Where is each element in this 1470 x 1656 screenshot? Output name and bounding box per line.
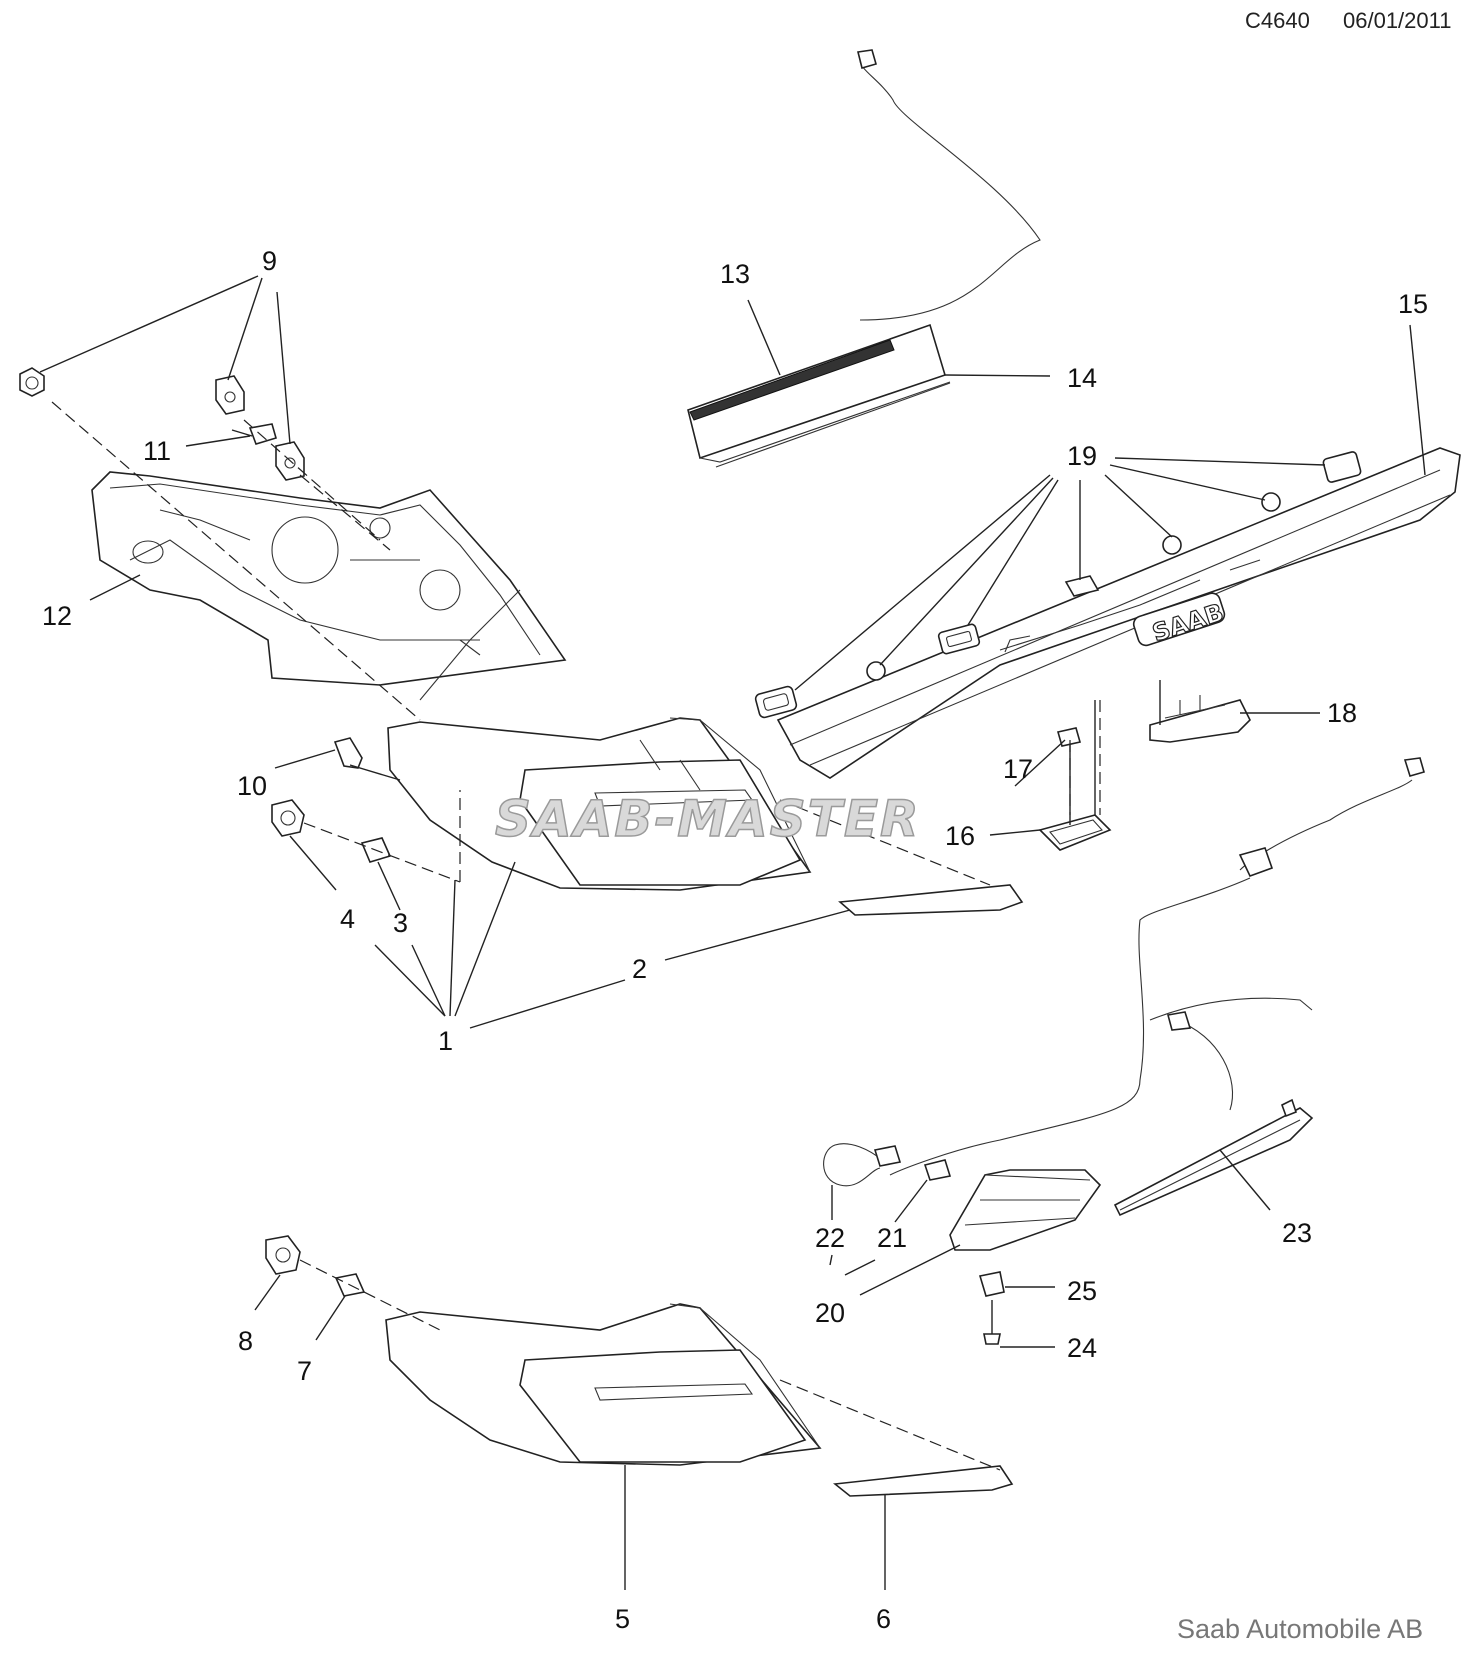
harness-part-22 [823,1143,902,1187]
bulb-holder-part-8 [265,1235,301,1275]
callout-4: 4 [340,904,355,934]
reflector-strip-part-6 [832,1465,1014,1497]
callout-15: 15 [1398,289,1428,319]
wiring-harness [889,757,1425,1176]
watermark-text: SAAB-MASTER [495,790,921,848]
diagram-code: C4640 [1245,8,1310,33]
callout-24: 24 [1067,1333,1097,1363]
callout-10: 10 [237,771,267,801]
callout-21: 21 [877,1223,907,1253]
callout-13: 13 [720,259,750,289]
lamp-housing-part-12 [91,471,567,701]
grommets-part-19 [754,451,1362,719]
callout-16: 16 [945,821,975,851]
callout-14: 14 [1067,363,1097,393]
tail-lamp-part-5 [385,1303,822,1466]
callout-22: 22 [815,1223,845,1253]
side-lamp-part-20 [949,1169,1102,1251]
callout-labels: 1 2 3 4 5 6 7 8 9 10 11 12 13 14 15 16 1… [42,246,1428,1634]
clip-part-10 [333,737,363,769]
callout-9: 9 [262,246,277,276]
callout-8: 8 [238,1326,253,1356]
callout-17: 17 [1003,754,1033,784]
callout-20: 20 [815,1298,845,1328]
reflector-strip-part-23 [1113,1098,1314,1217]
assembly-dashed-lines [51,401,1101,1471]
diagram-date: 06/01/2011 [1343,8,1452,33]
screw-part-11 [231,423,277,445]
callout-23: 23 [1282,1218,1312,1248]
callout-7: 7 [297,1356,312,1386]
brake-light-part-13 [687,49,1041,463]
clip-fasteners-part-9 [19,367,305,481]
clip-part-25 [978,1271,1005,1297]
callout-18: 18 [1327,698,1357,728]
seal-part-14 [715,382,951,468]
callout-25: 25 [1067,1276,1097,1306]
callout-19: 19 [1067,441,1097,471]
footer-copyright: Saab Automobile AB [1177,1614,1424,1644]
garnish-panel-part-15 [776,447,1461,779]
leader-lines [39,275,1426,1590]
callout-5: 5 [615,1604,630,1634]
module-part-18 [1149,680,1251,743]
tail-lamp-part-1 [387,717,812,891]
callout-3: 3 [393,908,408,938]
callout-2: 2 [632,954,647,984]
reflector-strip-part-2 [838,884,1024,916]
callout-11: 11 [143,436,171,466]
callout-1: 1 [438,1026,453,1056]
callout-6: 6 [876,1604,891,1634]
bulb-holder-part-4 [271,799,305,837]
screw-part-24 [983,1300,1001,1345]
callout-12: 12 [42,601,72,631]
bulb-part-21 [923,1159,952,1181]
